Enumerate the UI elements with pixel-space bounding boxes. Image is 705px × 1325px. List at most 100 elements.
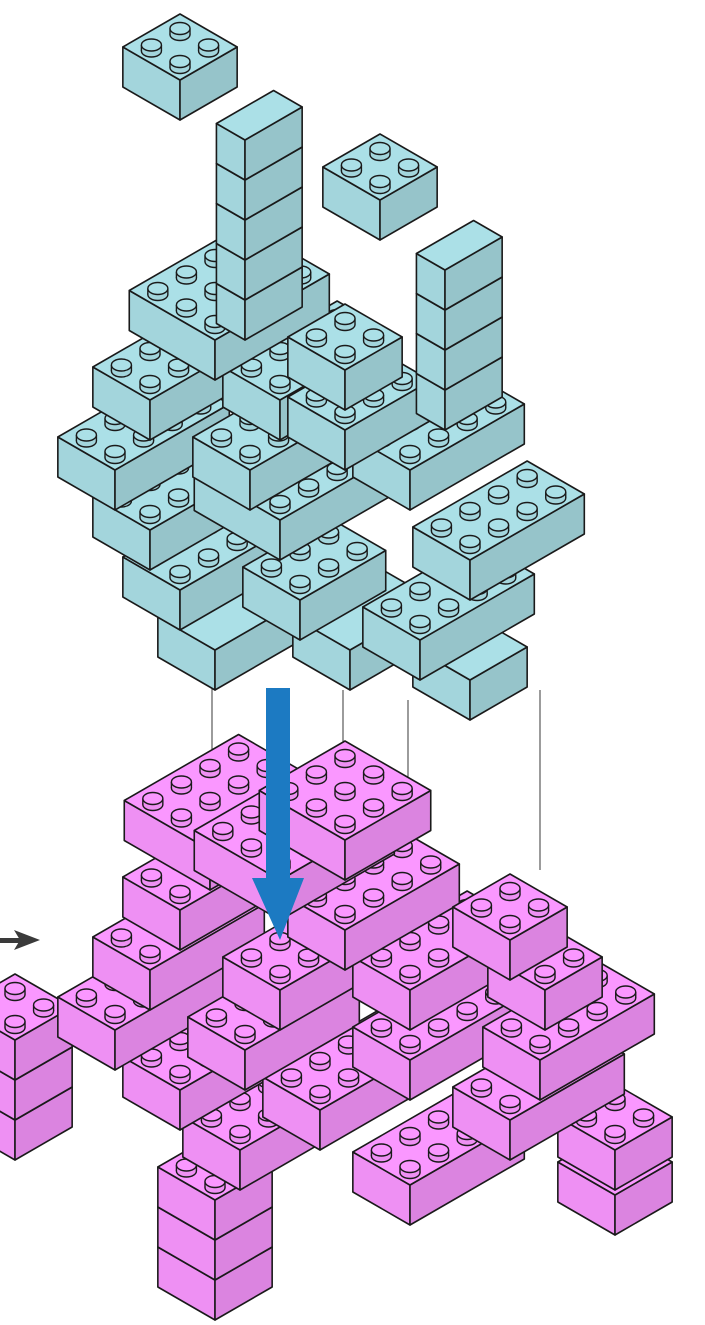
stud (317, 558, 340, 578)
stud (369, 141, 391, 162)
stud (427, 428, 450, 448)
stud (437, 598, 460, 618)
stud (227, 742, 250, 762)
stud (4, 981, 26, 1002)
stud (409, 581, 431, 602)
stud (32, 998, 55, 1018)
stud (197, 548, 220, 568)
teal-brick (412, 460, 586, 601)
stud (334, 904, 356, 925)
stud (399, 1159, 421, 1180)
stud (586, 1001, 608, 1022)
stud (175, 265, 198, 285)
stud (499, 914, 521, 935)
stud (470, 898, 493, 918)
stud (169, 1064, 191, 1085)
stud (420, 855, 442, 875)
stud (334, 404, 356, 425)
stud (139, 944, 161, 965)
stud (170, 808, 193, 828)
stud (269, 494, 291, 515)
stud (399, 1034, 421, 1055)
stud (269, 374, 291, 395)
stud (427, 1143, 450, 1163)
stud (140, 868, 163, 888)
stud (632, 1108, 655, 1128)
stud (487, 518, 510, 538)
stud (305, 328, 328, 348)
stud (229, 1124, 251, 1145)
stud (545, 485, 567, 505)
stud (139, 374, 161, 395)
stud (170, 775, 193, 795)
stud (240, 805, 263, 825)
stud (4, 1014, 26, 1035)
stud (427, 948, 450, 968)
stud (409, 614, 431, 635)
stud (334, 344, 356, 365)
stud (499, 1094, 521, 1115)
stud (456, 1001, 478, 1022)
stud (427, 1110, 450, 1130)
stud (615, 985, 637, 1005)
stud (169, 884, 191, 905)
stud (297, 478, 320, 498)
stud (305, 798, 328, 818)
stud (391, 781, 413, 802)
stud (75, 988, 98, 1008)
stud (362, 888, 385, 908)
stud (430, 518, 453, 538)
stud (370, 1018, 393, 1038)
stud (200, 1108, 223, 1128)
stud (516, 501, 538, 522)
stud (362, 798, 385, 818)
stud (499, 881, 521, 902)
stud (334, 814, 356, 835)
stud (240, 948, 263, 968)
teal-brick (322, 133, 438, 241)
stud (459, 534, 481, 555)
arrows (0, 688, 304, 950)
upper-assembly (57, 13, 586, 721)
stud (234, 1024, 256, 1045)
stud (205, 1008, 228, 1028)
stud (534, 964, 556, 985)
stud (199, 791, 221, 812)
stud (260, 558, 283, 578)
stud (169, 564, 191, 585)
stud (309, 1051, 331, 1072)
stud (305, 765, 328, 785)
stud (104, 444, 126, 465)
pink-brick (452, 873, 568, 981)
stud (142, 791, 164, 812)
teal-brick (415, 219, 503, 311)
stud (369, 174, 391, 195)
stud (139, 504, 161, 525)
stud (391, 371, 413, 392)
stud (346, 541, 368, 562)
stud (110, 928, 133, 948)
stud (104, 1004, 126, 1025)
stud (334, 748, 356, 769)
stud (527, 898, 550, 918)
stud (557, 1018, 580, 1038)
stud (604, 1124, 626, 1145)
stud (399, 1126, 421, 1147)
lower-assembly (0, 733, 673, 1321)
side-pointer-arrow (0, 930, 40, 950)
stud (197, 38, 220, 58)
teal-brick (287, 303, 403, 411)
stud (140, 38, 163, 58)
stud (334, 781, 356, 802)
stud (239, 444, 261, 465)
teal-brick (215, 89, 303, 181)
stud (500, 1018, 523, 1038)
stud (399, 444, 421, 465)
stud (399, 931, 421, 952)
stud (240, 838, 263, 858)
stud (459, 501, 481, 522)
stud (169, 54, 191, 75)
stud (337, 1068, 360, 1088)
